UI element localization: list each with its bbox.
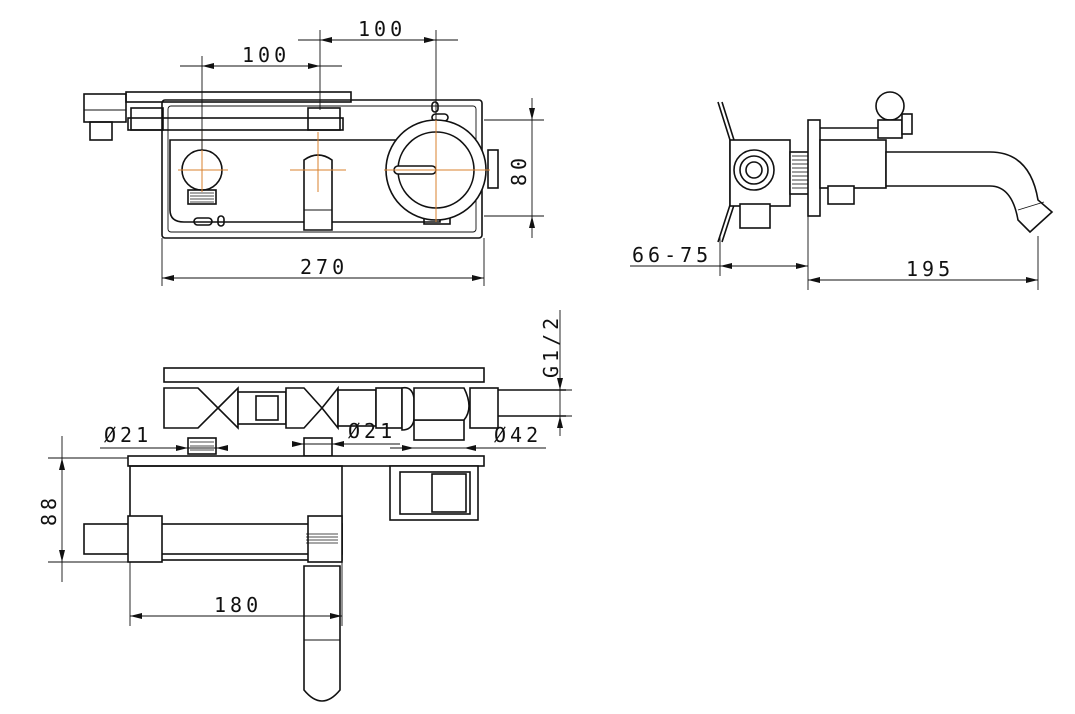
spout-side <box>885 151 1054 234</box>
dim-top-spacing-left: 100 <box>242 43 290 67</box>
side-view <box>630 91 1054 290</box>
valve-body-side <box>729 139 791 207</box>
dim-diameter-left: Ø21 <box>104 423 152 447</box>
dim-wall-depth-range: 66-75 <box>632 243 712 267</box>
side-handle-knob <box>875 91 905 121</box>
dim-body-width: 180 <box>214 593 262 617</box>
handle-box-top <box>389 465 479 521</box>
dim-diameter-right: Ø42 <box>494 423 542 447</box>
dim-thread-size: G1/2 <box>539 314 563 378</box>
wall-plate-side <box>807 119 821 217</box>
dim-plate-height: 80 <box>507 154 531 186</box>
bar-clamp-left <box>130 107 164 131</box>
dim-spout-reach: 195 <box>906 257 954 281</box>
spout-top <box>303 565 341 702</box>
dim-diameter-middle: Ø21 <box>348 419 396 443</box>
middle-spout-front <box>303 154 333 231</box>
top-plate-edge <box>163 367 485 383</box>
side-outlet-nut <box>89 121 113 141</box>
front-view <box>83 30 544 286</box>
side-outlet-body <box>83 93 127 123</box>
bar-clamp-right <box>307 107 341 131</box>
dim-body-depth: 88 <box>37 494 61 526</box>
top-view <box>48 310 572 702</box>
mixer-cartridge <box>413 419 465 441</box>
spout-body-top <box>129 465 343 561</box>
wall-plate-top <box>127 455 485 467</box>
dim-top-spacing-right: 100 <box>358 17 406 41</box>
dim-plate-width: 270 <box>300 255 348 279</box>
